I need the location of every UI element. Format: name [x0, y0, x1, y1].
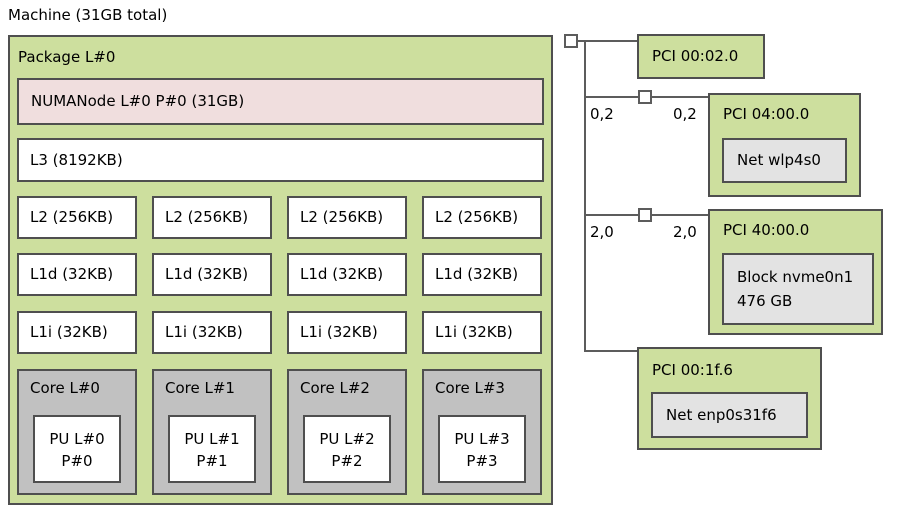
l1d-cache-box: L1d (32KB) — [17, 253, 137, 296]
l1i-cache-box: L1i (32KB) — [152, 311, 272, 354]
l1i-cache-label: L1i (32KB) — [165, 323, 243, 341]
pci-device-label: PCI 00:1f.6 — [652, 361, 733, 379]
block-device-size-label: 476 GB — [737, 292, 793, 310]
pu-box: PU L#0 P#0 — [33, 415, 121, 483]
pci-device-box: PCI 00:1f.6 Net enp0s31f6 — [637, 347, 822, 450]
pci-bridge-square — [638, 90, 652, 104]
link-speed-label: 0,2 — [673, 105, 697, 123]
pu-physical-label: P#3 — [466, 452, 498, 470]
package-label: Package L#0 — [18, 48, 116, 66]
link-speed-label: 0,2 — [590, 105, 614, 123]
pci-branch-line — [578, 40, 637, 42]
l1i-cache-box: L1i (32KB) — [17, 311, 137, 354]
l1d-cache-label: L1d (32KB) — [165, 265, 249, 283]
package-box: Package L#0 NUMANode L#0 P#0 (31GB) L3 (… — [8, 35, 553, 505]
net-device-label: Net enp0s31f6 — [666, 406, 777, 424]
l1i-cache-label: L1i (32KB) — [30, 323, 108, 341]
pci-device-box: PCI 04:00.0 Net wlp4s0 — [708, 93, 861, 197]
l1d-cache-label: L1d (32KB) — [300, 265, 384, 283]
l2-cache-box: L2 (256KB) — [422, 196, 542, 239]
link-speed-label: 2,0 — [590, 223, 614, 241]
pu-physical-label: P#2 — [331, 452, 363, 470]
pci-device-box: PCI 40:00.0 Block nvme0n1 476 GB — [708, 209, 883, 335]
pci-bridge-square — [638, 208, 652, 222]
pu-logical-label: PU L#1 — [184, 430, 240, 448]
pu-physical-label: P#0 — [61, 452, 93, 470]
l1i-cache-label: L1i (32KB) — [300, 323, 378, 341]
net-device-box: Net enp0s31f6 — [651, 392, 808, 438]
l2-cache-label: L2 (256KB) — [30, 208, 114, 226]
l2-cache-box: L2 (256KB) — [17, 196, 137, 239]
pci-device-label: PCI 00:02.0 — [652, 47, 739, 65]
l2-cache-box: L2 (256KB) — [152, 196, 272, 239]
core-label: Core L#2 — [300, 379, 370, 397]
l1d-cache-box: L1d (32KB) — [422, 253, 542, 296]
pci-branch-line — [584, 350, 637, 352]
pci-device-box: PCI 00:02.0 — [637, 34, 765, 79]
host-bridge-square — [564, 34, 578, 48]
core-box: Core L#2 PU L#2 P#2 — [287, 369, 407, 495]
block-device-name-label: Block nvme0n1 — [737, 268, 854, 286]
l3-cache-box: L3 (8192KB) — [17, 138, 544, 182]
net-device-label: Net wlp4s0 — [737, 151, 821, 169]
pci-device-label: PCI 04:00.0 — [723, 105, 810, 123]
pu-box: PU L#1 P#1 — [168, 415, 256, 483]
l2-cache-label: L2 (256KB) — [435, 208, 519, 226]
l1i-cache-box: L1i (32KB) — [422, 311, 542, 354]
link-speed-label: 2,0 — [673, 223, 697, 241]
pci-trunk-line — [584, 40, 586, 352]
machine-label: Machine (31GB total) — [8, 6, 168, 24]
l1d-cache-label: L1d (32KB) — [435, 265, 519, 283]
core-box: Core L#3 PU L#3 P#3 — [422, 369, 542, 495]
net-device-box: Net wlp4s0 — [722, 138, 847, 183]
pu-logical-label: PU L#0 — [49, 430, 105, 448]
pci-device-label: PCI 40:00.0 — [723, 221, 810, 239]
core-box: Core L#1 PU L#1 P#1 — [152, 369, 272, 495]
l1d-cache-box: L1d (32KB) — [287, 253, 407, 296]
l1i-cache-label: L1i (32KB) — [435, 323, 513, 341]
block-device-box: Block nvme0n1 476 GB — [722, 253, 874, 325]
pu-logical-label: PU L#3 — [454, 430, 510, 448]
pu-box: PU L#3 P#3 — [438, 415, 526, 483]
pu-logical-label: PU L#2 — [319, 430, 375, 448]
l1d-cache-box: L1d (32KB) — [152, 253, 272, 296]
l1d-cache-label: L1d (32KB) — [30, 265, 114, 283]
numanode-box: NUMANode L#0 P#0 (31GB) — [17, 78, 544, 125]
pu-physical-label: P#1 — [196, 452, 228, 470]
numanode-label: NUMANode L#0 P#0 (31GB) — [31, 92, 245, 110]
pu-box: PU L#2 P#2 — [303, 415, 391, 483]
core-label: Core L#1 — [165, 379, 235, 397]
core-label: Core L#0 — [30, 379, 100, 397]
l2-cache-label: L2 (256KB) — [300, 208, 384, 226]
l2-cache-label: L2 (256KB) — [165, 208, 249, 226]
core-label: Core L#3 — [435, 379, 505, 397]
l1i-cache-box: L1i (32KB) — [287, 311, 407, 354]
l3-cache-label: L3 (8192KB) — [30, 151, 123, 169]
l2-cache-box: L2 (256KB) — [287, 196, 407, 239]
core-box: Core L#0 PU L#0 P#0 — [17, 369, 137, 495]
